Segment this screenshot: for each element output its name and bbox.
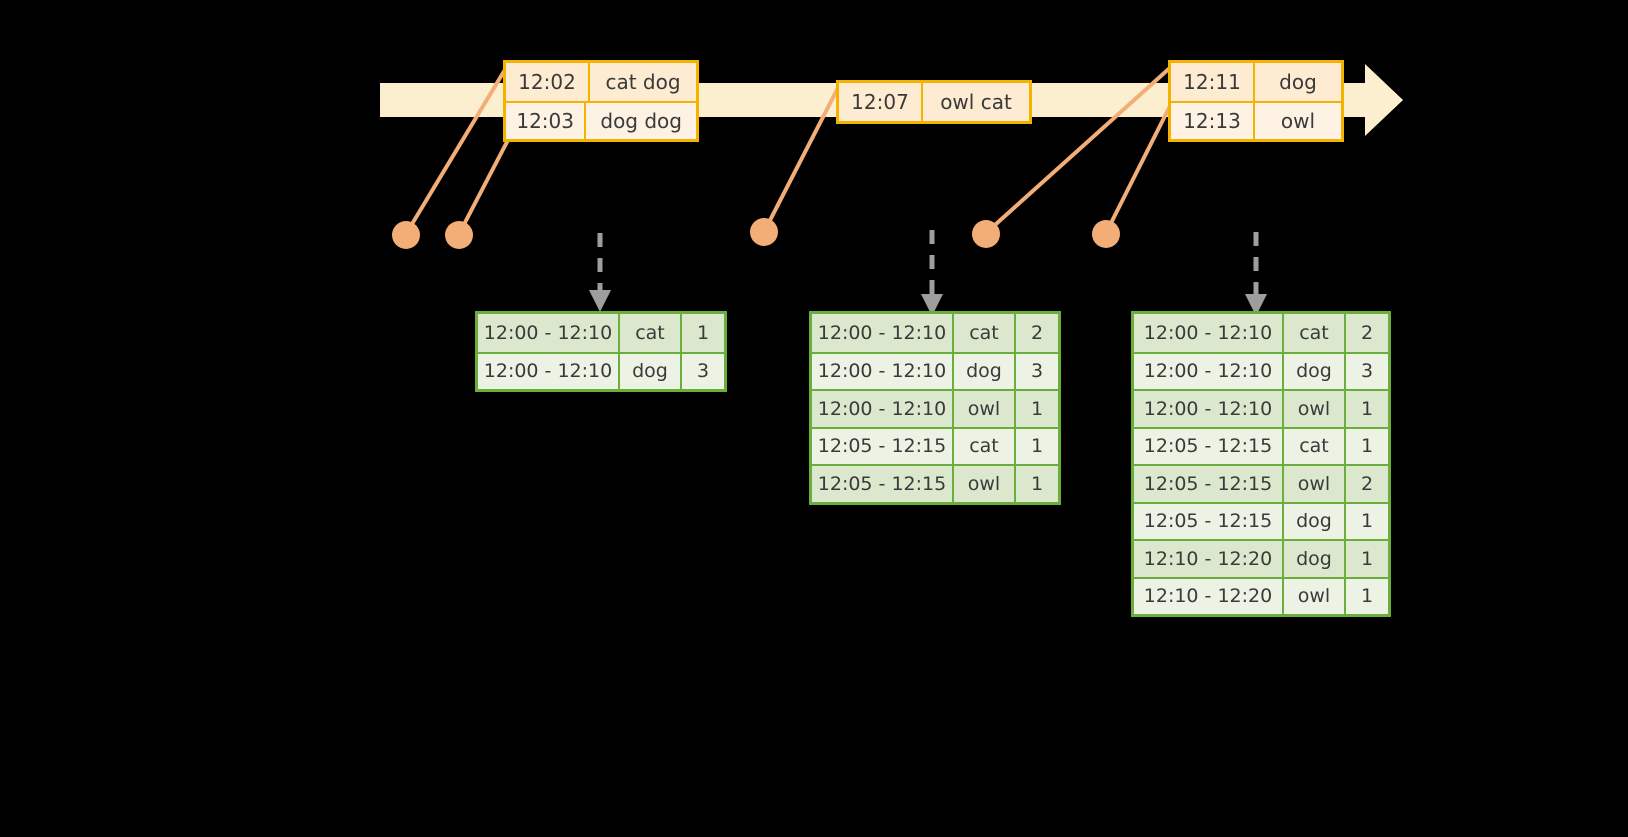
- result-word: dog: [954, 353, 1016, 389]
- result-window: 12:00 - 12:10: [812, 353, 954, 389]
- result-word: dog: [1284, 503, 1346, 539]
- result-word: cat: [954, 428, 1016, 464]
- event-time: 12:13: [1171, 103, 1255, 139]
- result-window: 12:05 - 12:15: [1134, 428, 1284, 464]
- result-count: 1: [1360, 585, 1374, 608]
- event-group-1[interactable]: 12:02 cat dog 12:03 dog dog: [503, 60, 699, 142]
- event-time: 12:03: [506, 103, 587, 139]
- result-window: 12:10 - 12:20: [1134, 578, 1284, 614]
- event-dot-12-11: [972, 220, 1000, 248]
- result-window: 12:05 - 12:15: [1134, 466, 1284, 502]
- event-words: owl cat: [940, 90, 1012, 114]
- event-words: owl: [1280, 109, 1316, 133]
- event-row: 12:03 dog dog: [506, 101, 696, 139]
- emit-arrows: [589, 230, 1267, 316]
- result-word: dog: [1284, 353, 1346, 389]
- result-count: 1: [1360, 510, 1374, 533]
- result-window: 12:00 - 12:10: [1134, 353, 1284, 389]
- event-dot-12-07: [750, 218, 778, 246]
- result-window: 12:00 - 12:10: [1134, 391, 1284, 427]
- result-window: 12:05 - 12:15: [1134, 503, 1284, 539]
- result-word: dog: [620, 353, 682, 389]
- event-dots: [392, 218, 1120, 249]
- result-word: cat: [1284, 314, 1346, 352]
- result-count: 1: [696, 321, 710, 344]
- result-word: dog: [1284, 541, 1346, 577]
- result-window: 12:05 - 12:15: [812, 466, 954, 502]
- result-count: 1: [1030, 397, 1044, 420]
- connector-line-1: [404, 66, 508, 236]
- result-count: 2: [1360, 321, 1374, 344]
- event-row: 12:07 owl cat: [839, 83, 1029, 121]
- result-word: owl: [1284, 466, 1346, 502]
- result-word: owl: [954, 466, 1016, 502]
- result-count: 1: [1360, 547, 1374, 570]
- result-window: 12:00 - 12:10: [478, 314, 620, 352]
- event-row: 12:02 cat dog: [506, 63, 696, 101]
- result-window: 12:00 - 12:10: [812, 314, 954, 352]
- result-count: 3: [696, 360, 710, 383]
- result-word: cat: [954, 314, 1016, 352]
- connector-line-5: [1104, 94, 1177, 235]
- event-row: 12:13 owl: [1171, 101, 1341, 139]
- result-window: 12:00 - 12:10: [478, 353, 620, 389]
- event-time: 12:11: [1171, 63, 1255, 101]
- event-words: cat dog: [605, 70, 681, 94]
- result-count: 1: [1360, 435, 1374, 458]
- result-count: 1: [1030, 472, 1044, 495]
- result-window: 12:05 - 12:15: [812, 428, 954, 464]
- result-window: 12:00 - 12:10: [1134, 314, 1284, 352]
- event-time: 12:07: [839, 83, 923, 121]
- result-count: 1: [1030, 435, 1044, 458]
- connector-line-3: [762, 82, 842, 234]
- result-word: owl: [1284, 391, 1346, 427]
- result-window: 12:00 - 12:10: [812, 391, 954, 427]
- event-group-2[interactable]: 12:07 owl cat: [836, 80, 1032, 124]
- event-words: dog dog: [600, 109, 682, 133]
- event-words: dog: [1279, 70, 1317, 94]
- result-count: 3: [1360, 360, 1374, 383]
- event-dot-12-13: [1092, 220, 1120, 248]
- connector-line-2: [457, 138, 510, 236]
- event-row: 12:11 dog: [1171, 63, 1341, 101]
- result-count: 2: [1030, 321, 1044, 344]
- event-dot-12-03: [445, 221, 473, 249]
- result-word: owl: [954, 391, 1016, 427]
- result-count: 1: [1360, 397, 1374, 420]
- result-word: cat: [620, 314, 682, 352]
- result-word: cat: [1284, 428, 1346, 464]
- result-window: 12:10 - 12:20: [1134, 541, 1284, 577]
- event-connector-lines: [404, 64, 1177, 236]
- event-dot-12-02: [392, 221, 420, 249]
- connector-line-4: [984, 64, 1174, 235]
- result-count: 3: [1030, 360, 1044, 383]
- event-group-3[interactable]: 12:11 dog 12:13 owl: [1168, 60, 1344, 142]
- result-word: owl: [1284, 578, 1346, 614]
- event-time: 12:02: [506, 63, 590, 101]
- result-count: 2: [1360, 472, 1374, 495]
